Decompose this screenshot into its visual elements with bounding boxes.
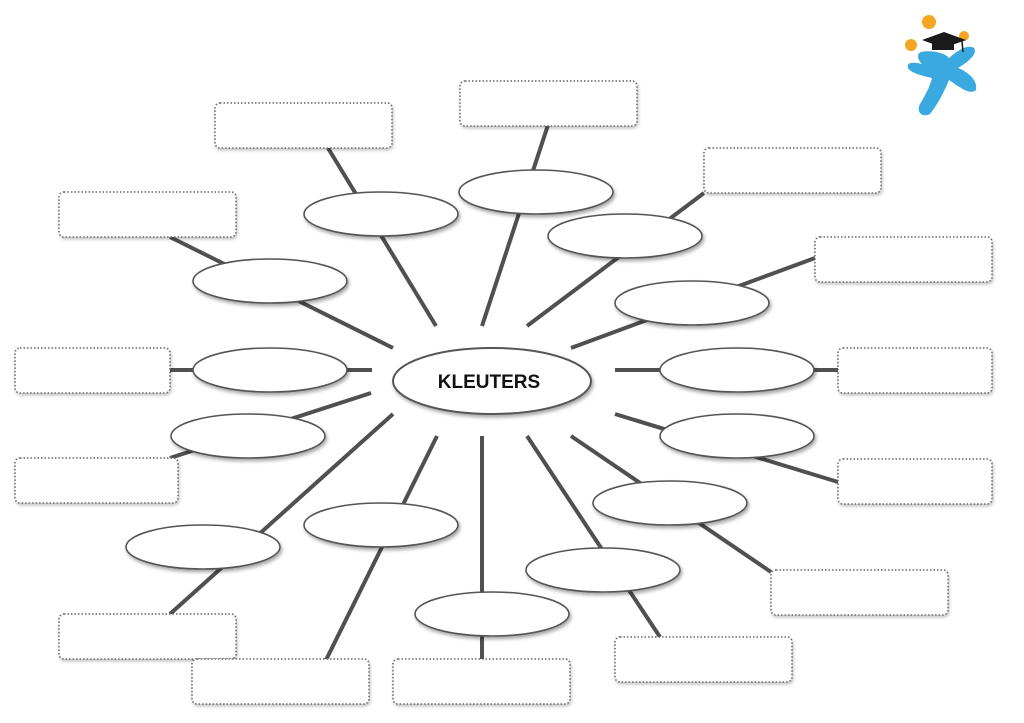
answer-box-7[interactable] [837, 347, 993, 394]
answer-oval-6[interactable] [192, 347, 348, 393]
answer-oval-9[interactable] [659, 413, 815, 459]
answer-oval-11[interactable] [592, 480, 748, 526]
answer-oval-4[interactable] [614, 280, 770, 326]
logo-dot-top [922, 15, 936, 29]
answer-box-9[interactable] [837, 458, 993, 505]
answer-box-14[interactable] [614, 636, 793, 683]
answer-box-8[interactable] [14, 457, 179, 504]
answer-oval-12[interactable] [303, 502, 459, 548]
connector-12 [324, 435, 439, 661]
answer-oval-8[interactable] [170, 413, 326, 459]
connector-3 [525, 191, 706, 328]
answer-box-1[interactable] [214, 102, 393, 149]
connector-10 [168, 412, 395, 616]
answer-box-2[interactable] [459, 80, 638, 127]
answer-box-10[interactable] [58, 613, 237, 660]
logo-dot-left [905, 39, 917, 51]
answer-oval-2[interactable] [458, 169, 614, 215]
answer-box-3[interactable] [703, 147, 882, 194]
text-boxes [14, 80, 993, 705]
answer-oval-7[interactable] [659, 347, 815, 393]
answer-oval-14[interactable] [414, 591, 570, 637]
answer-oval-1[interactable] [303, 191, 459, 237]
ovals [125, 169, 815, 637]
answer-box-4[interactable] [814, 236, 993, 283]
logo-cap-band [932, 42, 954, 50]
answer-box-6[interactable] [14, 347, 171, 394]
answer-box-13[interactable] [392, 658, 571, 705]
center-label: KLEUTERS [438, 372, 540, 393]
center-node: KLEUTERS [392, 347, 592, 415]
answer-oval-13[interactable] [525, 547, 681, 593]
answer-box-5[interactable] [58, 191, 237, 238]
connector-1 [326, 146, 438, 328]
answer-oval-5[interactable] [192, 258, 348, 304]
answer-box-12[interactable] [191, 658, 370, 705]
center-oval [392, 347, 592, 415]
answer-box-11[interactable] [770, 569, 949, 616]
answer-oval-10[interactable] [125, 524, 281, 570]
answer-oval-3[interactable] [547, 213, 703, 259]
logo-figure-body [907, 46, 977, 116]
logo-cap-tassel [961, 40, 964, 53]
connector-2 [480, 124, 550, 327]
graduate-figure-logo [905, 15, 977, 116]
connector-13 [525, 434, 662, 639]
